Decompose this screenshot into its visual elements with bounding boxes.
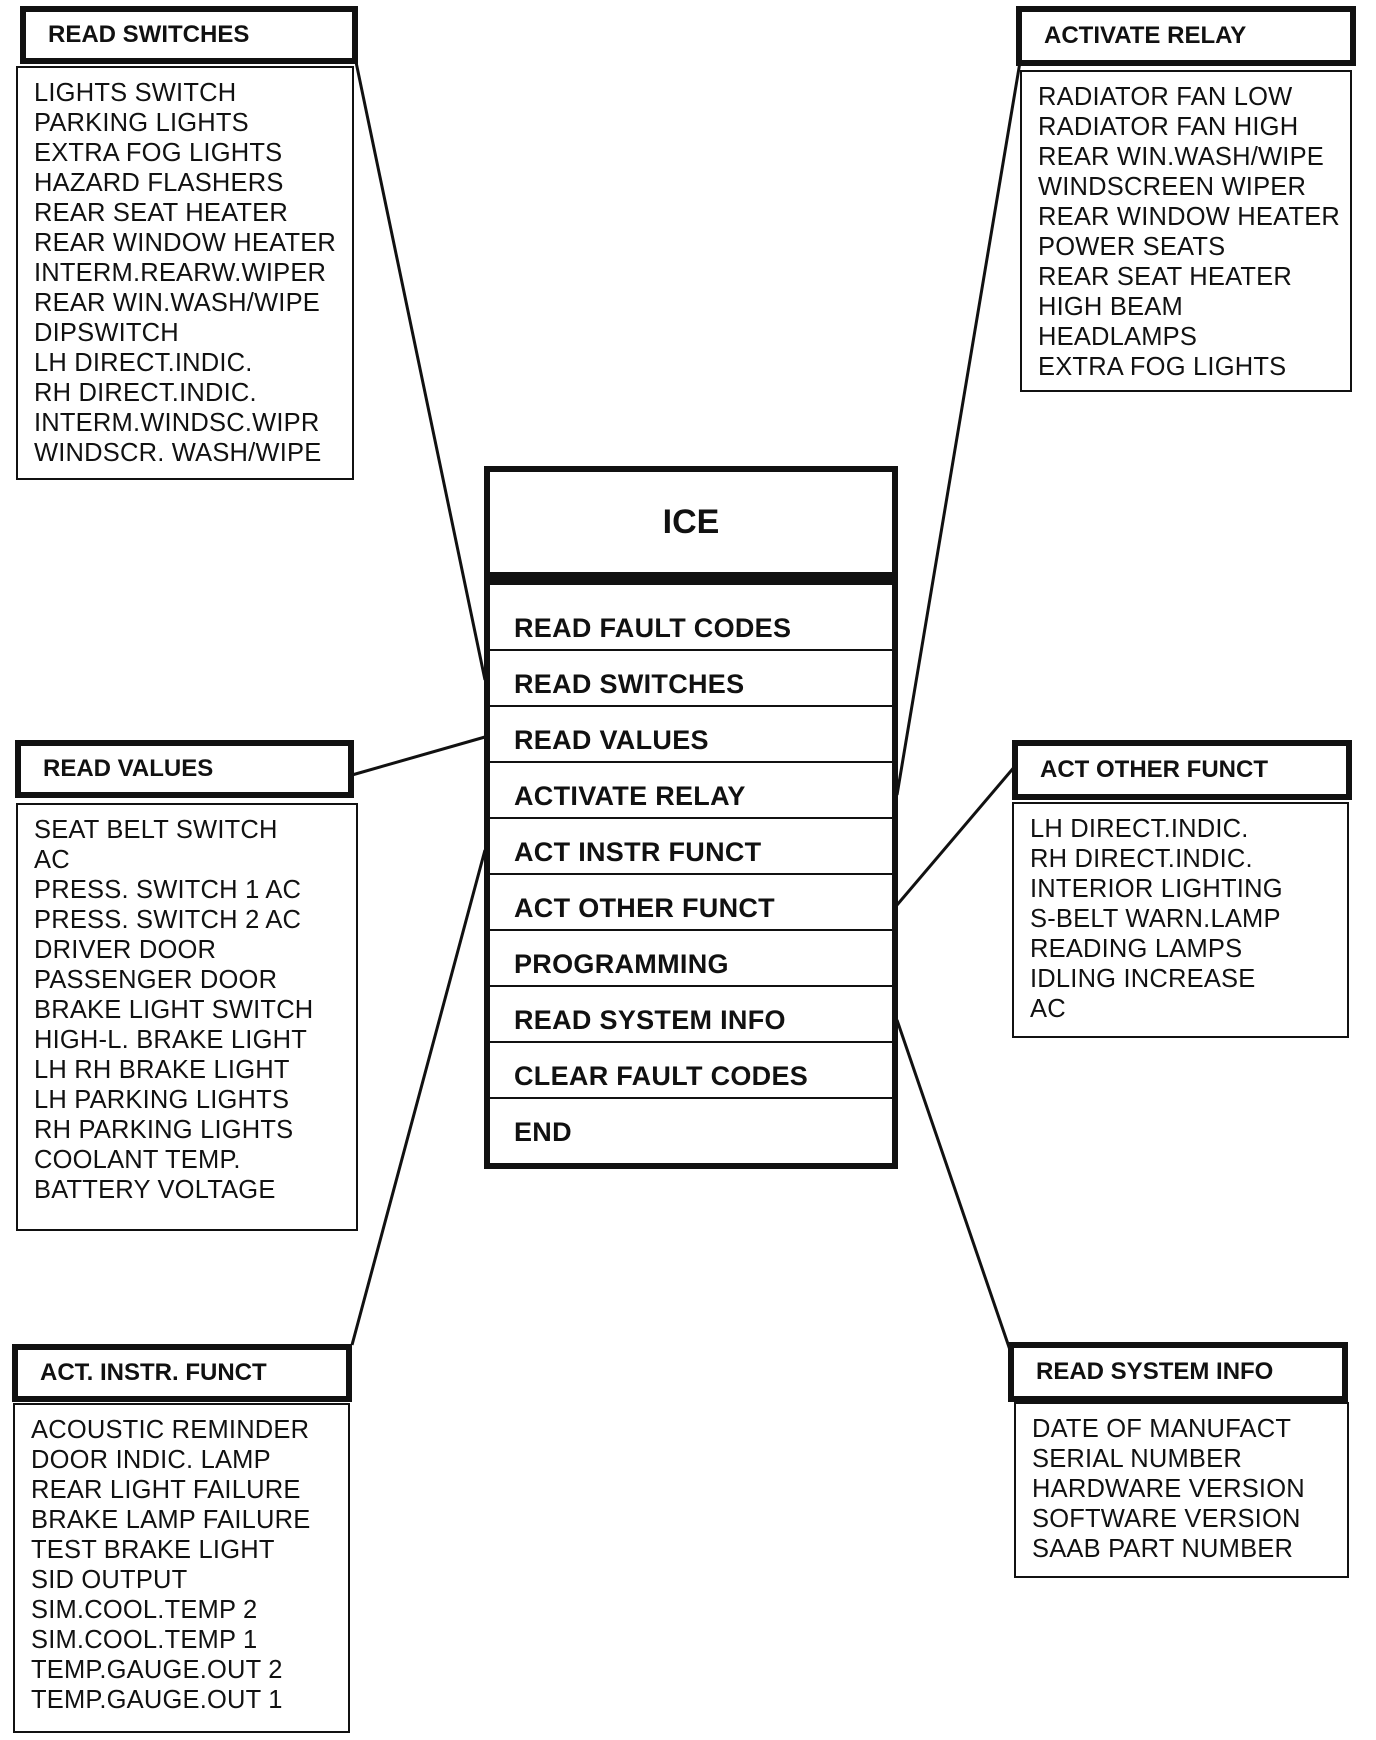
list-item: AC (1030, 995, 1066, 1023)
list-item: SEAT BELT SWITCH (34, 816, 278, 844)
read-values-title: READ VALUES (43, 755, 214, 782)
list-item: LH DIRECT.INDIC. (1030, 815, 1249, 843)
list-item: PARKING LIGHTS (34, 109, 249, 137)
ice-title: ICE (662, 502, 720, 541)
list-item: DATE OF MANUFACT (1032, 1415, 1292, 1443)
list-item: SIM.COOL.TEMP 1 (31, 1626, 258, 1654)
list-item: SIM.COOL.TEMP 2 (31, 1596, 258, 1624)
menu-item-read-system-info[interactable]: READ SYSTEM INFO (490, 987, 892, 1043)
list-item: IDLING INCREASE (1030, 965, 1256, 993)
list-item: BATTERY VOLTAGE (34, 1176, 276, 1204)
connector-act-other-funct (895, 764, 1018, 906)
list-item: HIGH-L. BRAKE LIGHT (34, 1026, 308, 1054)
list-item: PRESS. SWITCH 1 AC (34, 876, 302, 904)
list-item: BRAKE LIGHT SWITCH (34, 996, 314, 1024)
list-item: REAR SEAT HEATER (1038, 263, 1293, 291)
menu-item-read-values[interactable]: READ VALUES (490, 707, 892, 763)
list-item: EXTRA FOG LIGHTS (1038, 353, 1287, 381)
list-item: LH DIRECT.INDIC. (34, 349, 253, 377)
menu-item-activate-relay[interactable]: ACTIVATE RELAY (490, 763, 892, 819)
menu-item-read-fault-codes[interactable]: READ FAULT CODES (490, 595, 892, 651)
list-item: RADIATOR FAN HIGH (1038, 113, 1299, 141)
list-item: REAR WIN.WASH/WIPE (34, 289, 320, 317)
list-item: PASSENGER DOOR (34, 966, 278, 994)
activate-relay-title: ACTIVATE RELAY (1044, 22, 1247, 49)
act-other-funct-header: ACT OTHER FUNCT (1012, 740, 1352, 800)
list-item: WINDSCREEN WIPER (1038, 173, 1307, 201)
list-item: EXTRA FOG LIGHTS (34, 139, 283, 167)
act-other-funct-title: ACT OTHER FUNCT (1040, 756, 1268, 783)
list-item: INTERM.WINDSC.WIPR (34, 409, 320, 437)
menu-item-read-switches[interactable]: READ SWITCHES (490, 651, 892, 707)
list-item: COOLANT TEMP. (34, 1146, 241, 1174)
list-item: SOFTWARE VERSION (1032, 1505, 1301, 1533)
menu-item-act-other-funct[interactable]: ACT OTHER FUNCT (490, 875, 892, 931)
list-item: TEMP.GAUGE.OUT 1 (31, 1686, 283, 1714)
read-switches-list: LIGHTS SWITCH PARKING LIGHTS EXTRA FOG L… (16, 66, 354, 480)
read-values-header: READ VALUES (15, 740, 354, 798)
list-item: LH PARKING LIGHTS (34, 1086, 290, 1114)
list-item: ACOUSTIC REMINDER (31, 1416, 310, 1444)
connector-read-switches (354, 61, 487, 681)
list-item: LIGHTS SWITCH (34, 79, 237, 107)
list-item: SID OUTPUT (31, 1566, 188, 1594)
list-item: RH PARKING LIGHTS (34, 1116, 294, 1144)
list-item: DIPSWITCH (34, 319, 179, 347)
list-item: S-BELT WARN.LAMP (1030, 905, 1281, 933)
list-item: LH RH BRAKE LIGHT (34, 1056, 290, 1084)
connector-read-values (351, 735, 486, 777)
connector-activate-relay (895, 61, 1022, 796)
list-item: REAR WINDOW HEATER (34, 229, 337, 257)
connector-act-instr-funct (350, 849, 487, 1346)
list-item: RADIATOR FAN LOW (1038, 83, 1293, 111)
list-item: INTERIOR LIGHTING (1030, 875, 1283, 903)
list-item: RH DIRECT.INDIC. (1030, 845, 1253, 873)
list-item: WINDSCR. WASH/WIPE (34, 439, 322, 467)
activate-relay-list: RADIATOR FAN LOW RADIATOR FAN HIGH REAR … (1020, 70, 1352, 392)
ice-title-box: ICE (484, 466, 898, 578)
connector-read-system-info (895, 1019, 1012, 1351)
ice-menu: READ FAULT CODES READ SWITCHES READ VALU… (484, 577, 898, 1169)
activate-relay-header: ACTIVATE RELAY (1016, 6, 1356, 66)
read-switches-header: READ SWITCHES (20, 6, 358, 64)
act-other-funct-list: LH DIRECT.INDIC. RH DIRECT.INDIC. INTERI… (1012, 802, 1349, 1038)
list-item: INTERM.REARW.WIPER (34, 259, 327, 287)
list-item: SAAB PART NUMBER (1032, 1535, 1294, 1563)
list-item: PRESS. SWITCH 2 AC (34, 906, 302, 934)
list-item: REAR WIN.WASH/WIPE (1038, 143, 1324, 171)
read-switches-title: READ SWITCHES (48, 21, 250, 48)
read-system-info-title: READ SYSTEM INFO (1036, 1358, 1274, 1385)
list-item: READING LAMPS (1030, 935, 1243, 963)
list-item: DRIVER DOOR (34, 936, 217, 964)
menu-item-clear-fault-codes[interactable]: CLEAR FAULT CODES (490, 1043, 892, 1099)
list-item: TEST BRAKE LIGHT (31, 1536, 275, 1564)
list-item: POWER SEATS (1038, 233, 1226, 261)
list-item: REAR SEAT HEATER (34, 199, 289, 227)
list-item: RH DIRECT.INDIC. (34, 379, 257, 407)
list-item: AC (34, 846, 70, 874)
menu-item-programming[interactable]: PROGRAMMING (490, 931, 892, 987)
menu-item-act-instr-funct[interactable]: ACT INSTR FUNCT (490, 819, 892, 875)
read-values-list: SEAT BELT SWITCH AC PRESS. SWITCH 1 AC P… (16, 803, 358, 1231)
list-item: HAZARD FLASHERS (34, 169, 284, 197)
act-instr-funct-header: ACT. INSTR. FUNCT (12, 1344, 352, 1402)
act-instr-funct-title: ACT. INSTR. FUNCT (40, 1359, 267, 1386)
read-system-info-header: READ SYSTEM INFO (1008, 1342, 1348, 1402)
menu-item-end[interactable]: END (514, 1117, 572, 1147)
act-instr-funct-list: ACOUSTIC REMINDER DOOR INDIC. LAMP REAR … (13, 1403, 350, 1733)
list-item: BRAKE LAMP FAILURE (31, 1506, 311, 1534)
list-item: HIGH BEAM (1038, 293, 1183, 321)
list-item: HEADLAMPS (1038, 323, 1198, 351)
list-item: TEMP.GAUGE.OUT 2 (31, 1656, 283, 1684)
list-item: REAR LIGHT FAILURE (31, 1476, 301, 1504)
read-system-info-list: DATE OF MANUFACT SERIAL NUMBER HARDWARE … (1014, 1402, 1349, 1578)
list-item: REAR WINDOW HEATER (1038, 203, 1341, 231)
list-item: HARDWARE VERSION (1032, 1475, 1305, 1503)
list-item: DOOR INDIC. LAMP (31, 1446, 271, 1474)
list-item: SERIAL NUMBER (1032, 1445, 1242, 1473)
